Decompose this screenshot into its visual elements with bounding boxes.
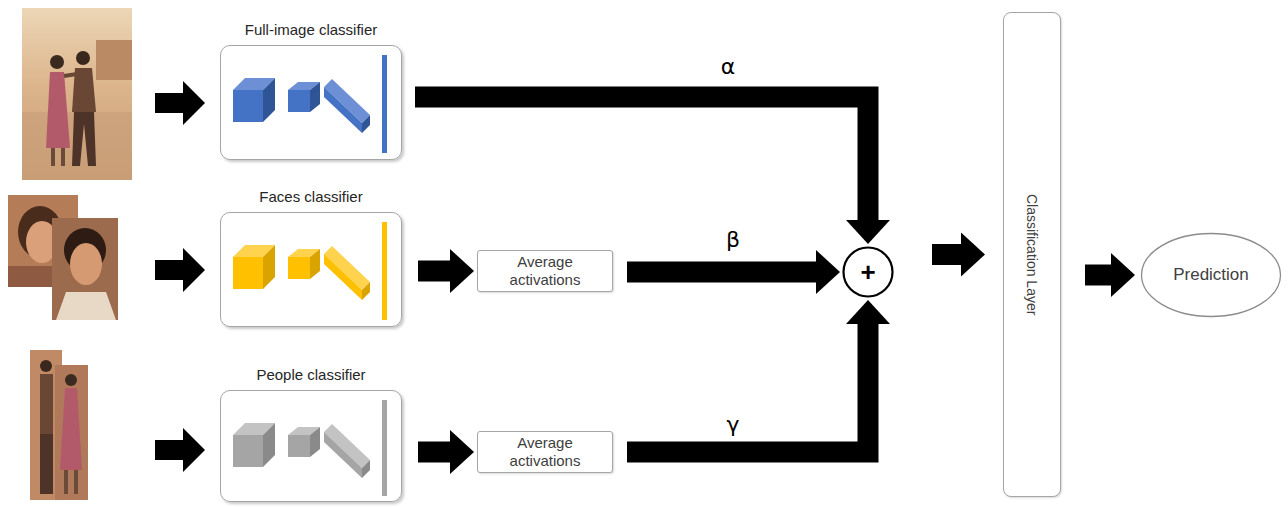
node-label: Classification Layer [1024, 194, 1040, 315]
faces-photo [8, 195, 118, 320]
prism-side [362, 115, 370, 133]
cube-front [288, 90, 310, 112]
weight-label: γ [723, 412, 742, 438]
thick-arrow [415, 97, 868, 220]
photo-leg [51, 148, 55, 166]
cube-front [288, 257, 310, 279]
pooling-box: Average activations [477, 431, 613, 473]
photo-shirt [56, 292, 116, 320]
box-heading: People classifier [221, 366, 401, 384]
input-arrow [155, 81, 205, 125]
photo-head [65, 374, 77, 386]
prism-side [362, 460, 370, 478]
thick-arrow [418, 261, 450, 282]
ellipse-shape [1142, 234, 1281, 317]
edge-label-holder: α [718, 54, 739, 80]
weight-label: α [718, 54, 739, 80]
thick-arrow [627, 324, 868, 452]
dense-bar [382, 400, 387, 496]
cube-side [263, 78, 275, 122]
pooling-box: Average activations [477, 250, 613, 292]
prism-front [324, 254, 362, 300]
cube-side [310, 249, 320, 279]
edge-label-holder: γ [723, 412, 742, 438]
photo-jacket [40, 374, 53, 434]
cnn-icon [233, 55, 387, 153]
classifier-box: People classifier [220, 390, 402, 502]
photo-head [40, 360, 52, 372]
input-arrow [155, 428, 205, 472]
box-heading: Faces classifier [221, 188, 401, 206]
node-label: + [860, 258, 875, 286]
layer-bar: Classification Layer [1003, 12, 1061, 497]
photo-leg [61, 148, 65, 166]
cube-side [263, 423, 275, 467]
cnn-icon [233, 222, 387, 320]
thick-arrow [1085, 265, 1111, 286]
node-label: Average activations [478, 253, 612, 289]
cube-front [288, 435, 310, 457]
full-photo [22, 8, 132, 180]
prism-front [324, 87, 362, 133]
photo-head [50, 55, 64, 69]
node-label: Average activations [478, 434, 612, 470]
photo-card [55, 365, 88, 500]
photo-path [22, 112, 132, 180]
circle-shape [844, 248, 893, 297]
photo-face [70, 243, 102, 285]
dense-bar [382, 55, 387, 153]
photo-building [96, 40, 132, 80]
cnn-icon [233, 400, 387, 496]
classifier-box: Faces classifier [220, 212, 402, 327]
box-heading: Full-image classifier [221, 21, 401, 39]
weight-label: β [723, 227, 743, 253]
photo-arm [64, 74, 77, 76]
photo-leg [74, 470, 78, 494]
edge-label-holder: β [723, 227, 743, 253]
cube-front [233, 90, 263, 122]
photo-ground [22, 8, 132, 180]
node-label: Prediction [1173, 265, 1249, 285]
thick-arrow [932, 244, 961, 265]
photo-card [52, 218, 118, 320]
photo-head [76, 51, 90, 65]
photo-dress [60, 388, 82, 470]
prism-side [362, 282, 370, 300]
dense-bar [382, 222, 387, 320]
thick-arrow [627, 262, 816, 283]
cube-side [310, 82, 320, 112]
sum-circle: + [842, 246, 894, 298]
cube-side [310, 427, 320, 457]
classifier-box: Full-image classifier [220, 45, 402, 160]
cube-front [233, 257, 263, 289]
photo-trousers [40, 434, 53, 494]
thick-arrow [418, 442, 450, 463]
output-ellipse: Prediction [1140, 232, 1282, 318]
photo-trousers [72, 112, 96, 166]
input-arrow [155, 248, 205, 292]
cube-side [263, 245, 275, 289]
prism-front [324, 432, 362, 478]
people-photo [30, 350, 88, 500]
cube-front [233, 435, 263, 467]
photo-dress [46, 72, 70, 148]
photo-leg [64, 470, 68, 494]
